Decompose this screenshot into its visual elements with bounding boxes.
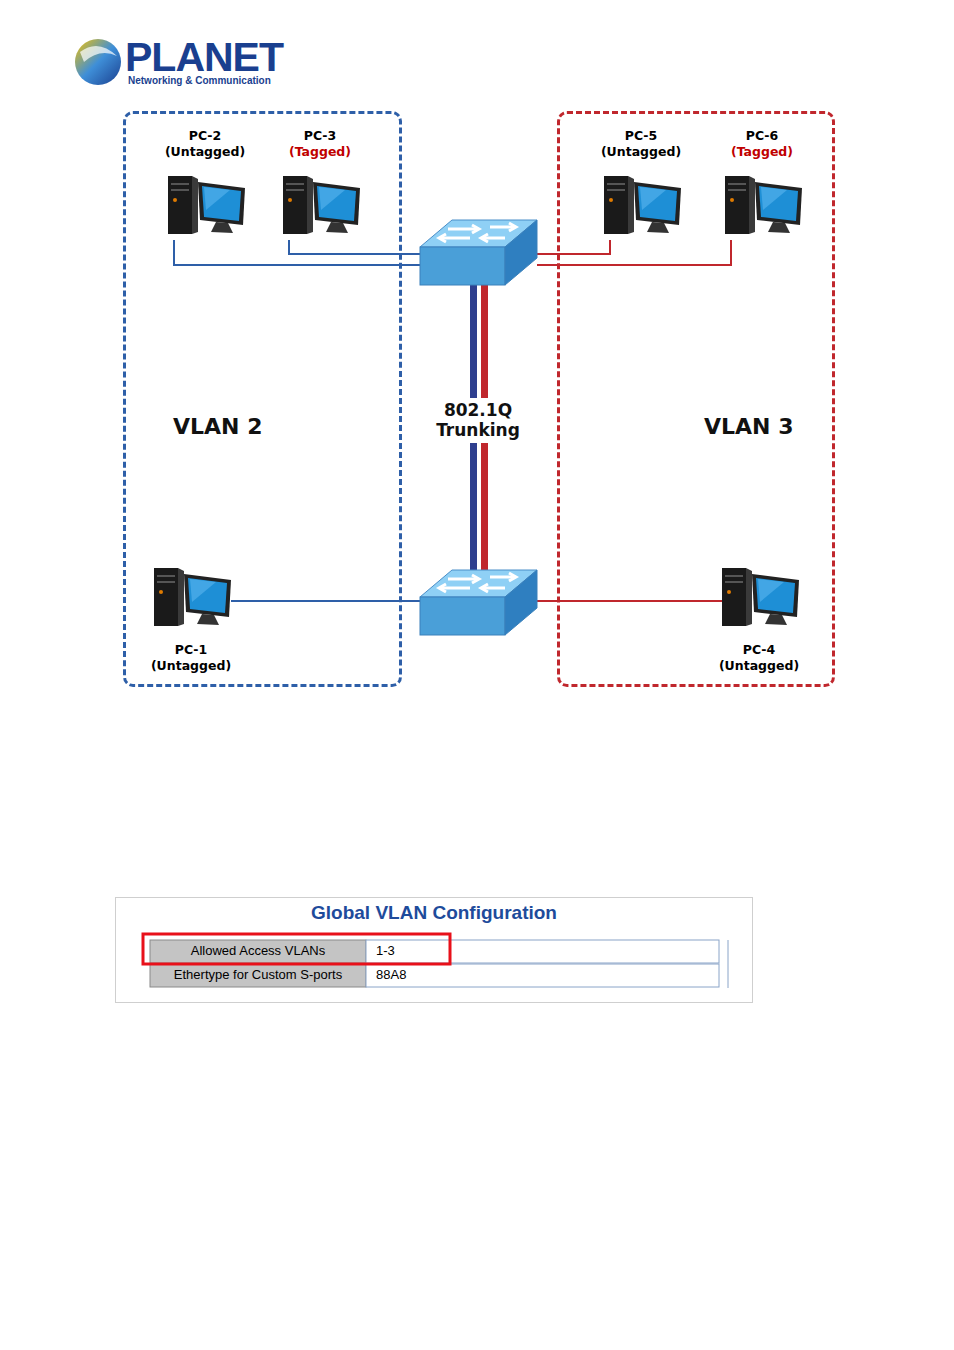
vlan-region: VLAN 3PC-5(Untagged)PC-6(Tagged)PC-4(Unt… [557, 111, 835, 687]
pc-icon [275, 170, 365, 240]
pc-name: PC-6 [712, 128, 812, 144]
pc-node: PC-4(Untagged) [709, 562, 809, 674]
trunk-label: 802.1Q Trunking [426, 398, 530, 443]
logo-wordmark: PLANET [125, 33, 295, 82]
table-cell: 88A8 [376, 967, 676, 983]
tag-mode: (Tagged) [270, 144, 370, 160]
pc-icon [596, 170, 686, 240]
pc-wires [174, 240, 731, 601]
pc-label-group: PC-5(Untagged) [591, 128, 691, 160]
pc-name: PC-3 [270, 128, 370, 144]
switch-icon [420, 570, 537, 635]
tag-mode: (Untagged) [141, 658, 241, 674]
pc-label-group: PC-3(Tagged) [270, 128, 370, 160]
pc-label-group: PC-4(Untagged) [709, 642, 809, 674]
vlan-label: VLAN 2 [173, 414, 262, 439]
vlan-region: VLAN 2PC-2(Untagged)PC-3(Tagged)PC-1(Unt… [123, 111, 402, 687]
pc-name: PC-1 [141, 642, 241, 658]
pc-label-group: PC-2(Untagged) [155, 128, 255, 160]
tag-mode: (Untagged) [709, 658, 809, 674]
pc-node: PC-5(Untagged) [591, 128, 691, 240]
table-cell: Ethertype for Custom S-ports [152, 967, 364, 983]
pc-label-group: PC-1(Untagged) [141, 642, 241, 674]
pc-icon [717, 170, 807, 240]
pc-name: PC-5 [591, 128, 691, 144]
config-table [143, 934, 728, 988]
switch-icon [420, 220, 537, 285]
pc-node: PC-2(Untagged) [155, 128, 255, 240]
table-cell: 1-3 [376, 943, 676, 959]
pc-name: PC-4 [709, 642, 809, 658]
pc-icon [160, 170, 250, 240]
tag-mode: (Untagged) [155, 144, 255, 160]
pc-node: PC-1(Untagged) [141, 562, 241, 674]
pc-label-group: PC-6(Tagged) [712, 128, 812, 160]
tag-mode: (Untagged) [591, 144, 691, 160]
pc-node: PC-3(Tagged) [270, 128, 370, 240]
pc-node: PC-6(Tagged) [712, 128, 812, 240]
logo-globe [75, 39, 121, 85]
pc-name: PC-2 [155, 128, 255, 144]
panel-heading: Global VLAN Configuration [116, 902, 752, 924]
pc-icon [146, 562, 236, 632]
tag-mode: (Tagged) [712, 144, 812, 160]
vlan-label: VLAN 3 [704, 414, 793, 439]
logo-tagline: Networking & Communication [128, 75, 298, 87]
pc-icon [714, 562, 804, 632]
table-cell: Allowed Access VLANs [152, 943, 364, 959]
